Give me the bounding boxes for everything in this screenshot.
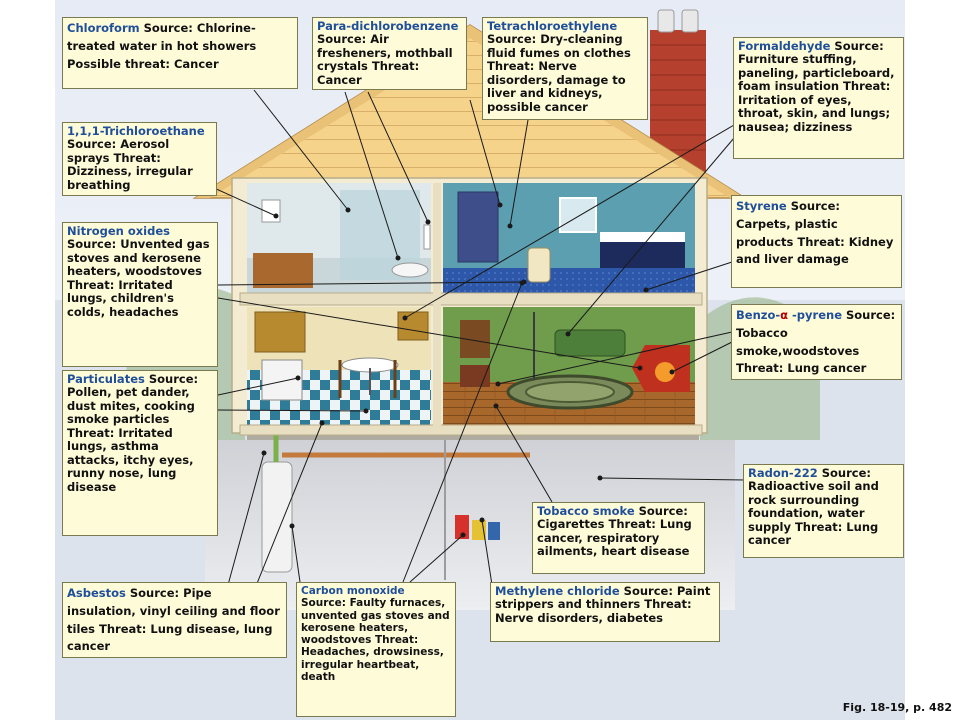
trichloroethane-name: 1,1,1-Trichloroethane	[67, 124, 205, 138]
callout-nitrogen-oxides: Nitrogen oxides Source: Unvented gas sto…	[62, 222, 218, 367]
carbon-monoxide-name: Carbon monoxide	[301, 585, 405, 597]
formaldehyde-text: Source: Furniture stuffing, paneling, pa…	[738, 39, 895, 134]
benzo-pyrene-name-start: Benzo-	[736, 308, 781, 322]
callout-particulates: Particulates Source: Pollen, pet dander,…	[62, 370, 218, 536]
particulates-text: Source: Pollen, pet dander, dust mites, …	[67, 372, 199, 494]
chloroform-text: Source: Chlorine-treated water in hot sh…	[67, 21, 257, 71]
styrene-text: Source: Carpets, plastic products Threat…	[736, 199, 894, 267]
benzo-pyrene-name-end: -pyrene	[788, 308, 842, 322]
radon-name: Radon-222	[748, 466, 818, 480]
callout-paradichlorobenzene: Para-dichlorobenzene Source: Air freshen…	[312, 17, 467, 90]
tobacco-smoke-name: Tobacco smoke	[537, 504, 635, 518]
figure-label: Fig. 18-19, p. 482	[842, 701, 952, 714]
callout-trichloroethane: 1,1,1-Trichloroethane Source: Aerosol sp…	[62, 122, 217, 196]
asbestos-text: Source: Pipe insulation, vinyl ceiling a…	[67, 586, 280, 654]
methylene-chloride-text: Source: Paint strippers and thinners Thr…	[495, 584, 711, 625]
asbestos-name: Asbestos	[67, 586, 126, 600]
tobacco-smoke-text: Source: Cigarettes Threat: Lung cancer, …	[537, 504, 692, 559]
benzo-pyrene-text: Source: Tobacco smoke,woodstoves Threat:…	[736, 308, 896, 376]
paradichlorobenzene-text: Source: Air fresheners, mothball crystal…	[317, 32, 453, 87]
alpha-symbol: α	[780, 308, 789, 322]
callout-radon: Radon-222 Source: Radioactive soil and r…	[743, 464, 904, 558]
callout-asbestos: Asbestos Source: Pipe insulation, vinyl …	[62, 582, 287, 658]
radon-text: Source: Radioactive soil and rock surrou…	[748, 466, 879, 548]
callout-styrene: Styrene Source: Carpets, plastic product…	[731, 195, 902, 288]
tetrachloroethylene-name: Tetrachloroethylene	[487, 19, 618, 33]
leader-lines	[191, 89, 746, 656]
callout-benzo-pyrene: Benzo-α -pyrene Source: Tobacco smoke,wo…	[731, 304, 902, 380]
callout-chloroform: Chloroform Source: Chlorine-treated wate…	[62, 17, 298, 89]
carbon-monoxide-text: Source: Faulty furnaces, unvented gas st…	[301, 597, 450, 683]
trichloroethane-text: Source: Aerosol sprays Threat: Dizziness…	[67, 137, 193, 192]
nitrogen-oxides-text: Source: Unvented gas stoves and kerosene…	[67, 237, 210, 319]
nitrogen-oxides-name: Nitrogen oxides	[67, 224, 170, 238]
styrene-name: Styrene	[736, 199, 787, 213]
callout-tetrachloroethylene: Tetrachloroethylene Source: Dry-cleaning…	[482, 17, 648, 120]
methylene-chloride-name: Methylene chloride	[495, 584, 620, 598]
tetrachloroethylene-text: Source: Dry-cleaning fluid fumes on clot…	[487, 32, 631, 114]
callout-formaldehyde: Formaldehyde Source: Furniture stuffing,…	[733, 37, 904, 159]
paradichlorobenzene-name: Para-dichlorobenzene	[317, 19, 459, 33]
chloroform-name: Chloroform	[67, 21, 140, 35]
callout-methylene-chloride: Methylene chloride Source: Paint strippe…	[490, 582, 720, 642]
callout-tobacco-smoke: Tobacco smoke Source: Cigarettes Threat:…	[532, 502, 705, 574]
callout-carbon-monoxide: Carbon monoxide Source: Faulty furnaces,…	[296, 582, 456, 717]
formaldehyde-name: Formaldehyde	[738, 39, 831, 53]
particulates-name: Particulates	[67, 372, 145, 386]
